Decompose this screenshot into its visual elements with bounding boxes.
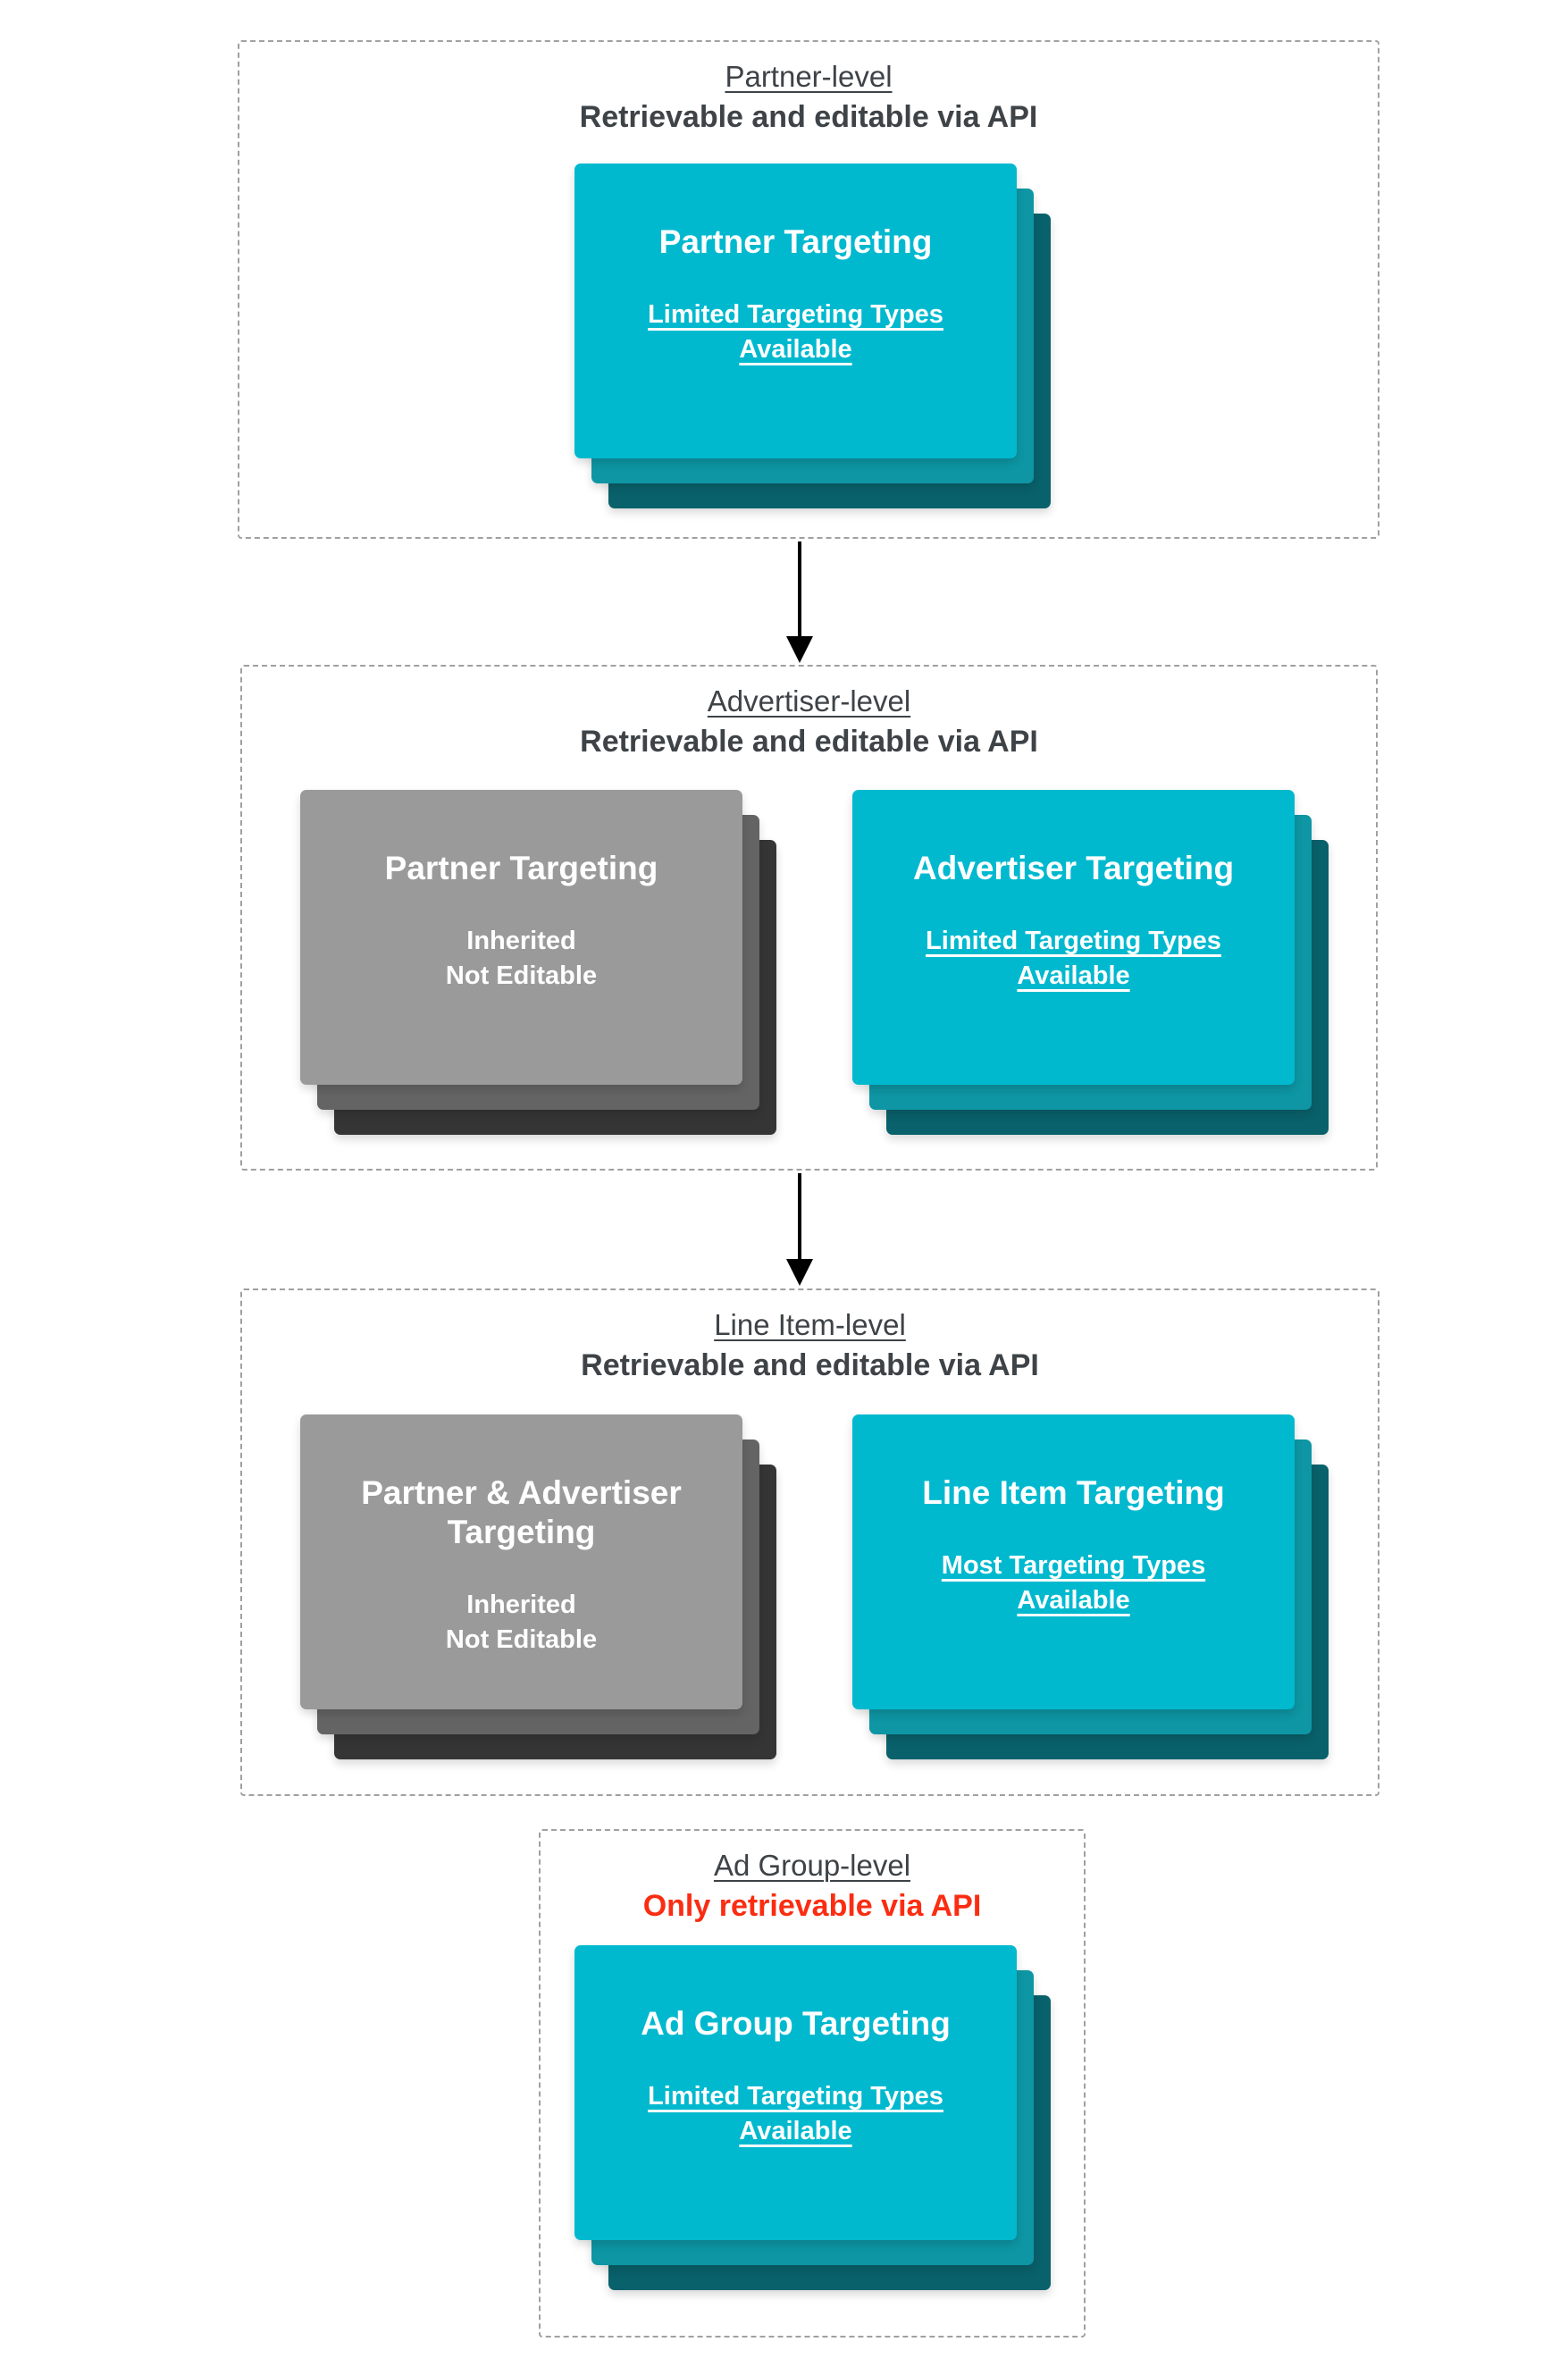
- card-heading: Partner Targeting: [384, 850, 658, 886]
- card-heading: Advertiser Targeting: [912, 850, 1235, 886]
- card-body: Inherited Not Editable: [445, 927, 598, 990]
- section-ad-group-level: Ad Group-level Only retrievable via API …: [539, 1829, 1086, 2338]
- section-subtitle: Retrievable and editable via API: [581, 1348, 1039, 1382]
- card-stack-line-item-targeting: Line Item Targeting Most Targeting Types…: [852, 1414, 1329, 1759]
- card-body: Limited Targeting Types Available: [648, 2082, 943, 2145]
- card-stack-inherited-partner-advertiser-targeting: Partner & Advertiser Targeting Inherited…: [300, 1414, 776, 1759]
- card-stack-ad-group-targeting: Ad Group Targeting Limited Targeting Typ…: [574, 1945, 1051, 2290]
- section-title: Ad Group-level: [713, 1849, 911, 1882]
- card-stack-inherited-partner-targeting: Partner Targeting Inherited Not Editable: [300, 790, 776, 1135]
- section-advertiser-level: Advertiser-level Retrievable and editabl…: [240, 665, 1378, 1171]
- card-inherited-partner-advertiser-targeting: Partner & Advertiser Targeting Inherited…: [300, 1414, 742, 1709]
- card-heading: Partner Targeting: [658, 223, 933, 260]
- card-stack-advertiser-targeting: Advertiser Targeting Limited Targeting T…: [852, 790, 1329, 1135]
- flow-arrow-advertiser-to-lineitem-head: [786, 1259, 813, 1286]
- card-body: Inherited Not Editable: [445, 1591, 598, 1654]
- section-title: Partner-level: [725, 60, 893, 93]
- card-heading: Line Item Targeting: [922, 1474, 1225, 1511]
- card-heading: Ad Group Targeting: [641, 2005, 951, 2042]
- card-advertiser-targeting: Advertiser Targeting Limited Targeting T…: [852, 790, 1295, 1085]
- card-ad-group-targeting: Ad Group Targeting Limited Targeting Typ…: [574, 1945, 1017, 2240]
- section-title: Advertiser-level: [707, 684, 911, 718]
- section-subtitle: Retrievable and editable via API: [579, 100, 1038, 134]
- section-line-item-level: Line Item-level Retrievable and editable…: [240, 1288, 1379, 1796]
- flow-arrow-advertiser-to-lineitem-line: [798, 1173, 801, 1261]
- card-stack-partner-targeting: Partner Targeting Limited Targeting Type…: [574, 164, 1051, 508]
- flow-arrow-partner-to-advertiser-head: [786, 636, 813, 663]
- section-subtitle: Retrievable and editable via API: [580, 725, 1038, 759]
- card-heading: Partner & Advertiser Targeting: [361, 1474, 682, 1550]
- flow-arrow-partner-to-advertiser-line: [798, 541, 801, 638]
- section-partner-level: Partner-level Retrievable and editable v…: [238, 40, 1379, 539]
- section-title: Line Item-level: [714, 1308, 906, 1341]
- card-partner-targeting: Partner Targeting Limited Targeting Type…: [574, 164, 1017, 458]
- card-line-item-targeting: Line Item Targeting Most Targeting Types…: [852, 1414, 1295, 1709]
- card-inherited-partner-targeting: Partner Targeting Inherited Not Editable: [300, 790, 742, 1085]
- card-body: Most Targeting Types Available: [941, 1551, 1206, 1615]
- card-body: Limited Targeting Types Available: [648, 300, 943, 364]
- card-body: Limited Targeting Types Available: [926, 927, 1221, 990]
- section-subtitle-warning: Only retrievable via API: [642, 1889, 982, 1923]
